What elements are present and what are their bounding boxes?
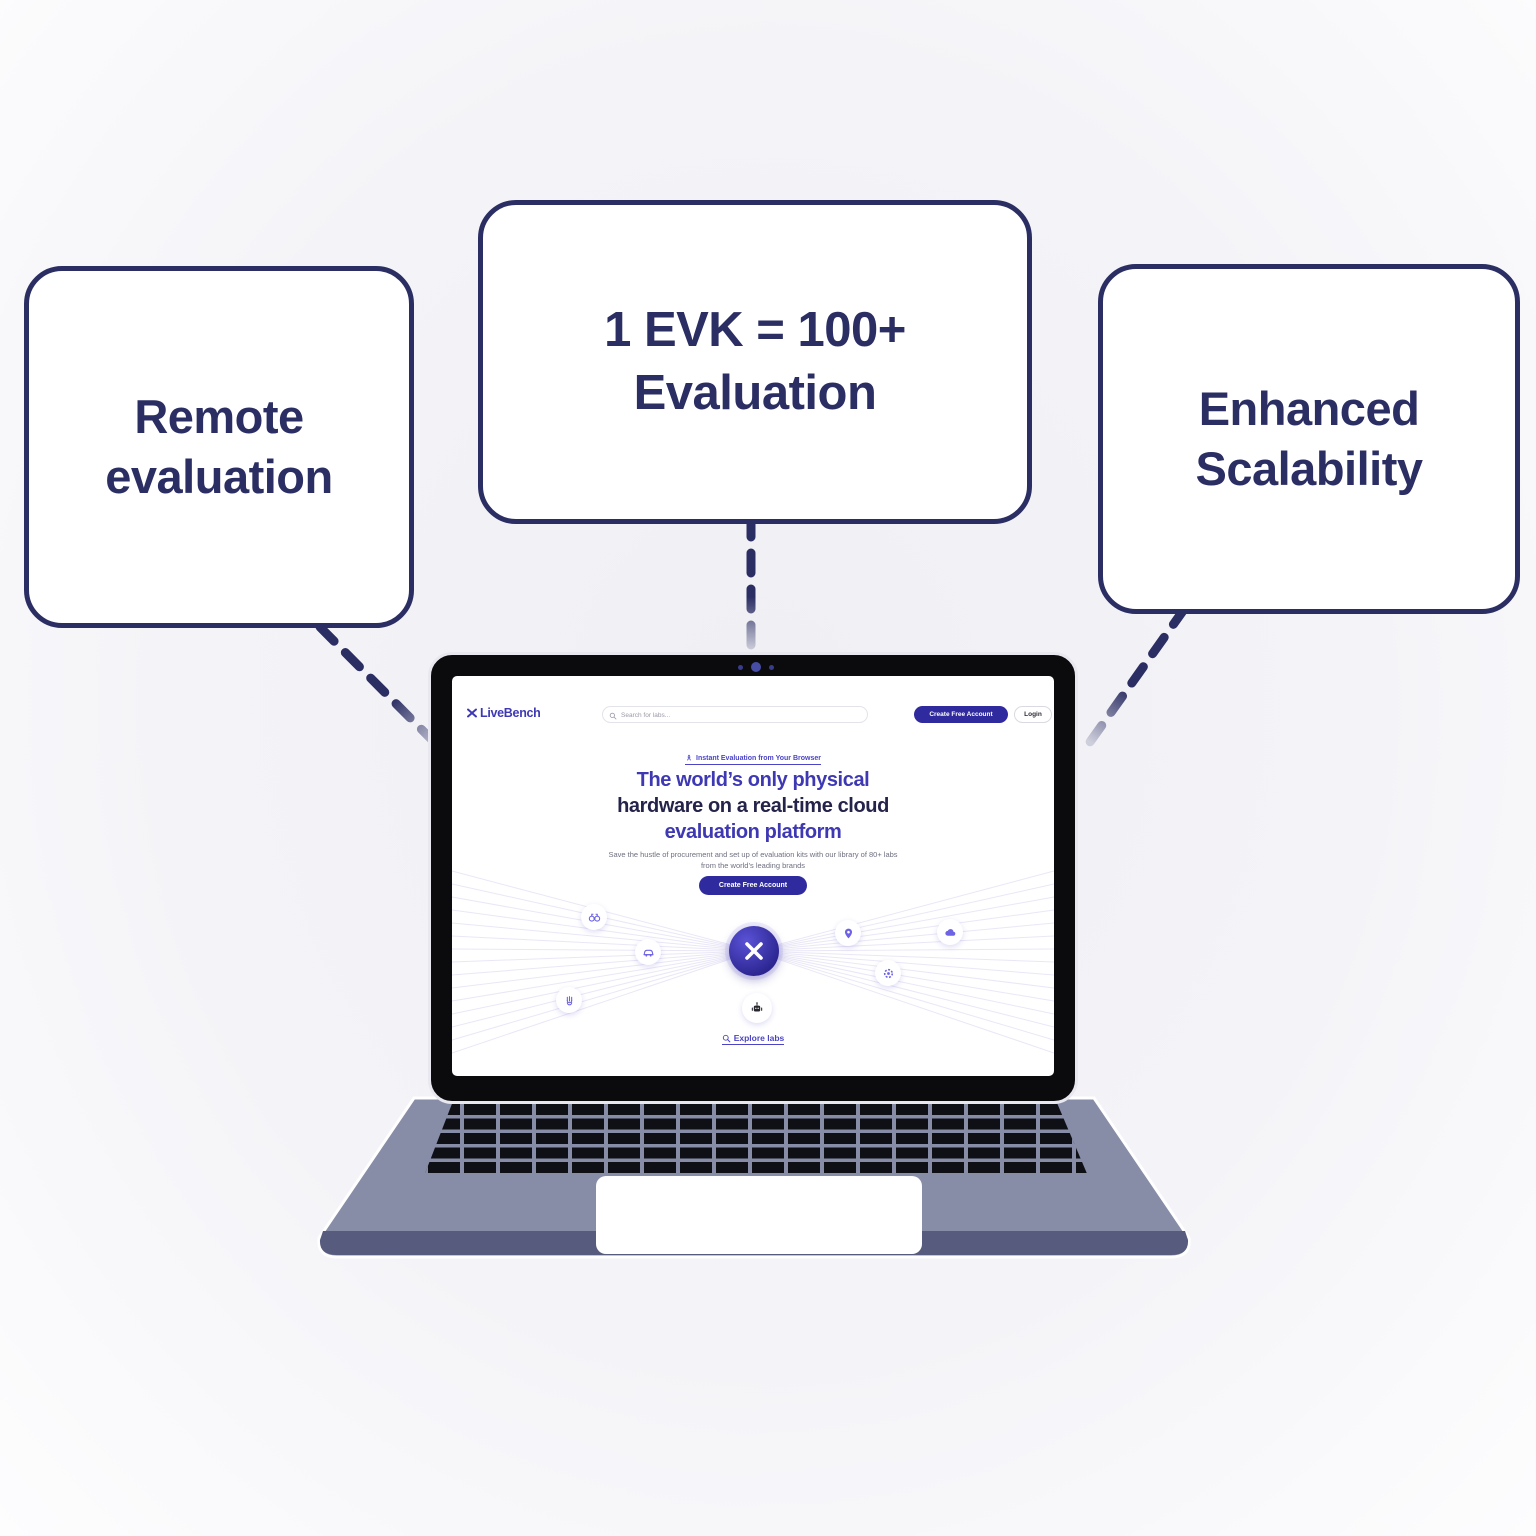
- explore-labs-label: Explore labs: [733, 1033, 785, 1043]
- livebench-x-mark-icon: [745, 942, 763, 960]
- car-icon: [643, 949, 653, 957]
- rays-right: [753, 870, 1054, 1054]
- hero-badge: Instant Evaluation from Your Browser: [452, 754, 1054, 765]
- hand-icon: [566, 995, 572, 1005]
- brand-name: LiveBench: [480, 706, 541, 720]
- location-pin-icon: [844, 928, 852, 938]
- laptop-camera: [726, 660, 786, 674]
- lab-badge: [581, 904, 607, 930]
- hero-title-line1: The world’s only physical: [636, 769, 870, 791]
- hero-cta-button[interactable]: Create Free Account: [699, 876, 807, 895]
- lab-badge: [835, 920, 861, 946]
- hero-subtitle-line2: from the world’s leading brands: [700, 861, 806, 870]
- rays-left: [452, 870, 755, 1054]
- robot-icon: [751, 1002, 763, 1012]
- hero-subtitle: Save the hustle of procurement and set u…: [452, 849, 1054, 871]
- hero-title-line2: hardware on a real-time cloud: [617, 795, 889, 817]
- create-account-label: Create Free Account: [929, 711, 993, 718]
- explore-labs: Explore labs: [452, 1033, 1054, 1045]
- cloud-icon: [944, 928, 955, 936]
- laptop-display: LiveBench Create Free Account Login: [452, 676, 1054, 1076]
- lab-badge: [937, 919, 963, 945]
- laptop-trackpad: [596, 1176, 922, 1254]
- site-header: LiveBench Create Free Account Login: [452, 706, 1054, 726]
- login-label: Login: [1024, 711, 1042, 718]
- callout-remote-evaluation: Remote evaluation: [24, 266, 414, 628]
- lab-badge: [742, 993, 772, 1023]
- magnifier-icon: [722, 1034, 731, 1042]
- hero-cta-label: Create Free Account: [718, 882, 788, 889]
- lab-badge: [875, 960, 901, 986]
- livebench-logo[interactable]: LiveBench: [466, 706, 541, 720]
- camera-dot-icon: [738, 664, 743, 670]
- connector-right: [1085, 603, 1190, 747]
- gear-icon: [883, 968, 893, 978]
- explore-labs-link[interactable]: Explore labs: [721, 1033, 785, 1045]
- callout-enhanced-scalability: Enhanced Scalability: [1098, 264, 1520, 614]
- hero-title: The world’s only physical hardware on a …: [452, 767, 1054, 845]
- search-input[interactable]: [619, 708, 863, 723]
- callout-evk-evaluation: 1 EVK = 100+ Evaluation: [478, 200, 1032, 524]
- hero-title-line3: evaluation platform: [664, 821, 842, 843]
- hero-badge-label: Instant Evaluation from Your Browser: [696, 754, 821, 762]
- search-bar[interactable]: [602, 706, 868, 723]
- lab-badge: [635, 939, 661, 965]
- callout-remote-evaluation-label: Remote evaluation: [105, 389, 333, 503]
- login-button[interactable]: Login: [1014, 706, 1052, 723]
- camera-lens-icon: [751, 662, 761, 672]
- create-account-button[interactable]: Create Free Account: [914, 706, 1008, 723]
- livebench-x-icon: [467, 708, 477, 718]
- callout-evk-evaluation-label: 1 EVK = 100+ Evaluation: [604, 303, 906, 420]
- binoculars-icon: [588, 913, 600, 922]
- callout-enhanced-scalability-label: Enhanced Scalability: [1195, 381, 1424, 495]
- camera-dot-icon: [769, 664, 774, 670]
- livebench-hub: [729, 926, 779, 976]
- laptop-keyboard: [424, 1104, 1088, 1176]
- lab-badge: [556, 987, 582, 1013]
- connector-left: [315, 622, 445, 753]
- hero-subtitle-line1: Save the hustle of procurement and set u…: [608, 850, 898, 859]
- rocket-icon: [687, 754, 691, 761]
- search-icon: [609, 712, 617, 719]
